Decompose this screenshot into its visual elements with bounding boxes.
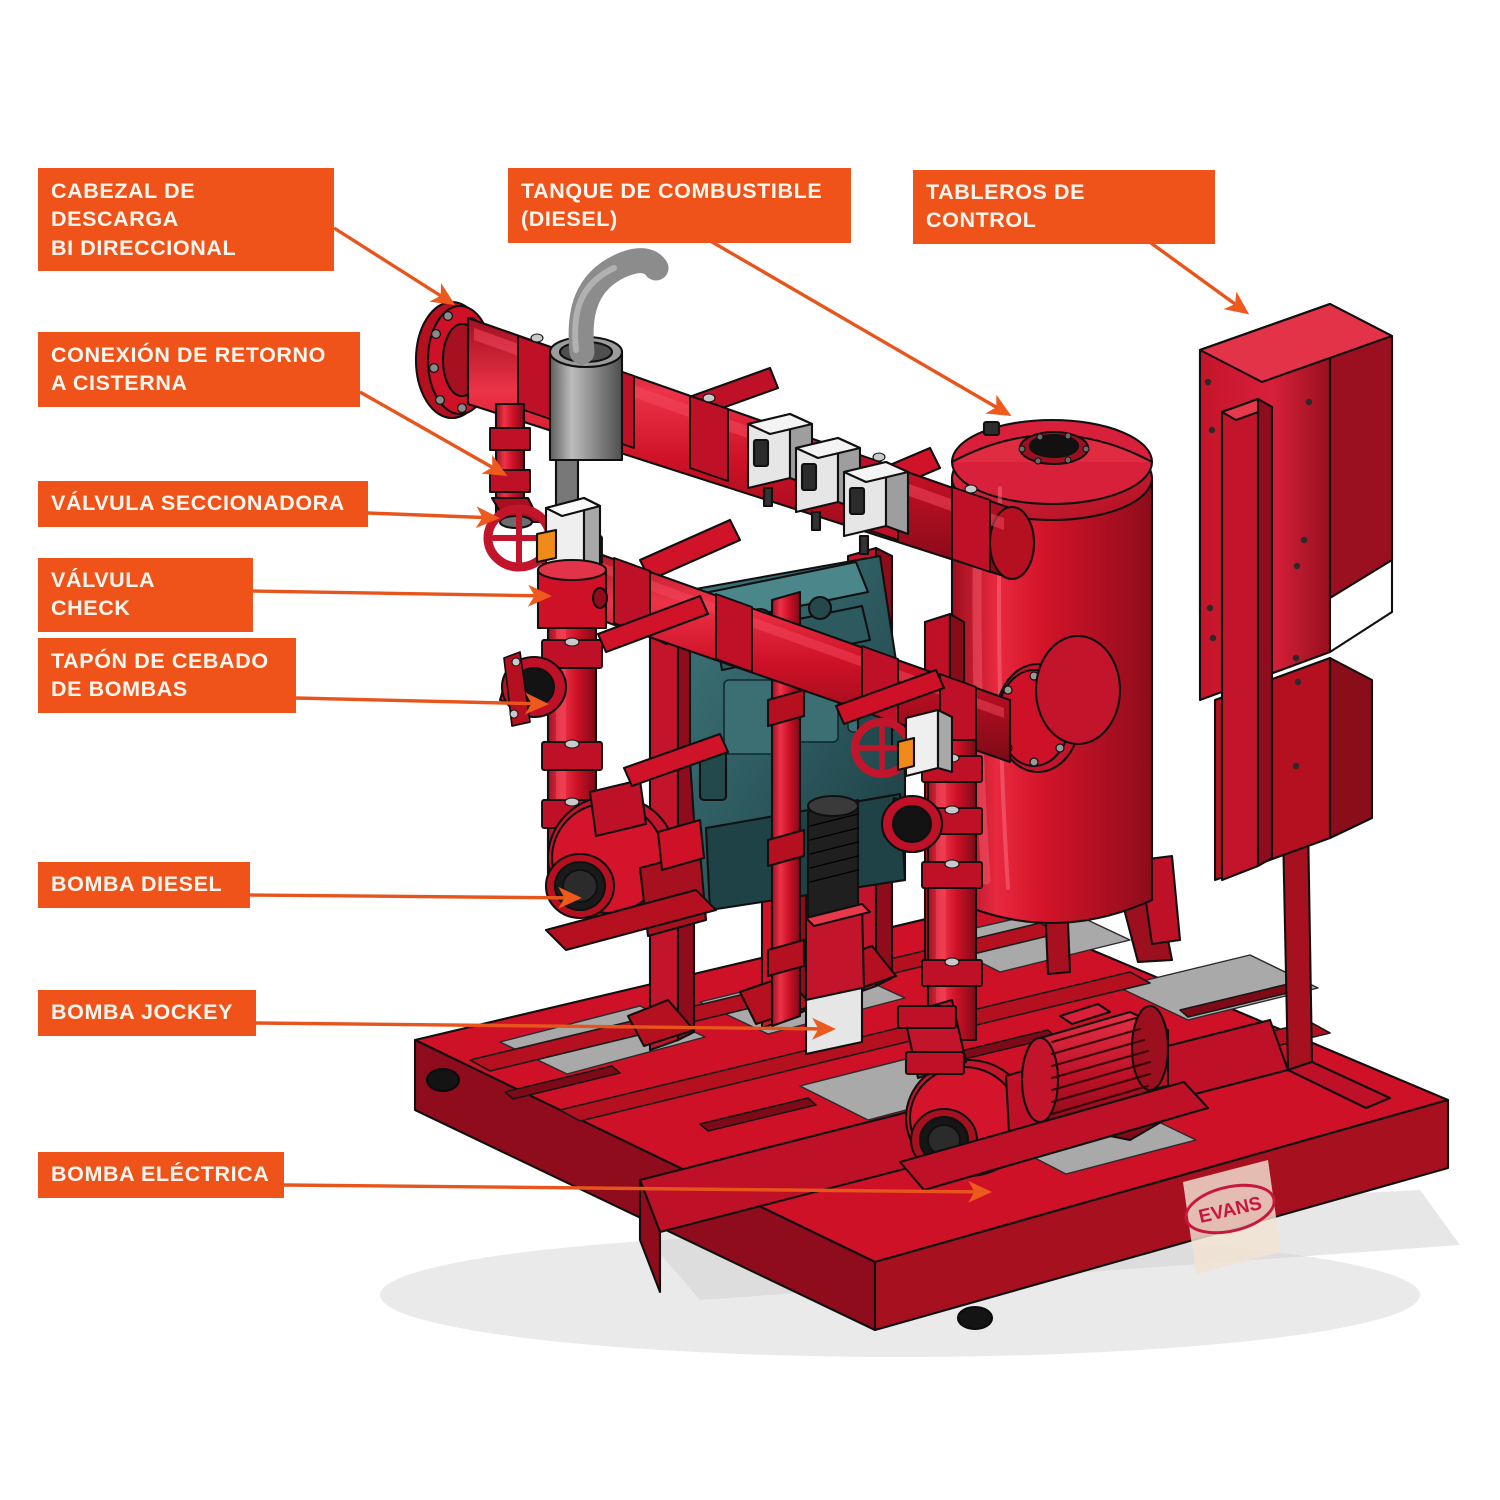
callout-tapon-de-cebado[interactable]: TAPÓN DE CEBADO DE BOMBAS	[38, 638, 296, 713]
callout-bomba-jockey[interactable]: BOMBA JOCKEY	[38, 990, 256, 1036]
sectioning-valve-right[interactable]	[851, 708, 954, 778]
callout-bomba-electrica[interactable]: BOMBA ELÉCTRICA	[38, 1152, 284, 1198]
sectioning-valve[interactable]	[483, 496, 602, 574]
evans-logo: EVANS	[1183, 1160, 1281, 1274]
electric-discharge-riser	[851, 708, 983, 1042]
lower-header-pipe	[558, 538, 1012, 764]
callout-tanque-de-combustible[interactable]: TANQUE DE COMBUSTIBLE (DIESEL)	[508, 168, 851, 243]
cross-bracing	[596, 594, 946, 788]
check-valve	[536, 558, 609, 630]
callout-bomba-diesel[interactable]: BOMBA DIESEL	[38, 862, 250, 908]
callout-valvula-seccionadora[interactable]: VÁLVULA SECCIONADORA	[38, 481, 368, 527]
callout-tableros-de-control[interactable]: TABLEROS DE CONTROL	[913, 170, 1215, 244]
pressure-switches	[746, 412, 910, 556]
control-panels	[1198, 302, 1394, 1110]
callout-cabezal-de-descarga[interactable]: CABEZAL DE DESCARGA BI DIRECCIONAL	[38, 168, 334, 272]
pump-priming-plug-right	[880, 794, 944, 854]
callout-conexion-de-retorno[interactable]: CONEXIÓN DE RETORNO A CISTERNA	[38, 332, 360, 407]
electric-pump	[896, 998, 1210, 1192]
callout-valvula-check[interactable]: VÁLVULA CHECK	[38, 558, 253, 632]
jockey-pump	[766, 590, 872, 1056]
